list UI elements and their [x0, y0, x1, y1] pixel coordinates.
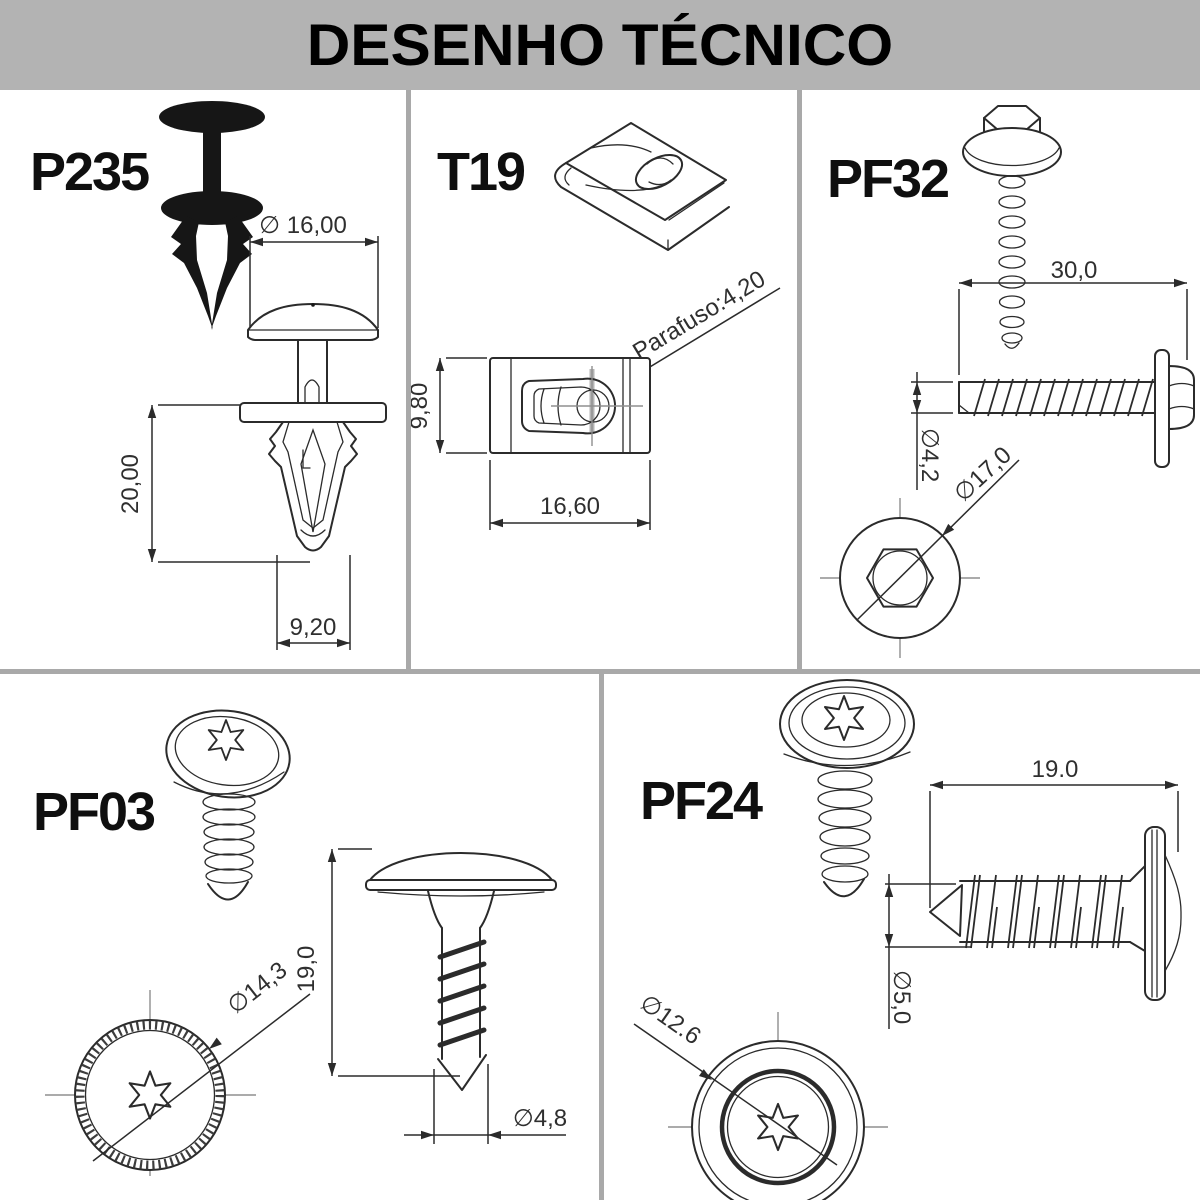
t19-front-view	[489, 357, 651, 454]
pf24-isometric-view	[779, 679, 915, 898]
panel-t19: T19 Parafuso:4,20	[406, 90, 797, 674]
p235-dim-length: 20,00	[117, 404, 310, 563]
pf24-dim-length: 19.0	[929, 756, 1179, 908]
p235-dim-tip-width: 9,20	[276, 555, 351, 650]
part-label-t19: T19	[437, 142, 525, 202]
pf03-isometric-view	[165, 709, 291, 901]
callout-text-parafuso: Parafuso:4,20	[628, 266, 770, 366]
dim-text-head-diameter: ∅ 16,00	[259, 212, 347, 239]
dim-text-length: 30,0	[1051, 257, 1098, 284]
t19-isometric-view	[554, 122, 730, 251]
dim-text-length: 19.0	[1032, 756, 1079, 783]
pf24-top-view	[668, 1012, 888, 1200]
t19-drawing: T19 Parafuso:4,20	[406, 122, 781, 530]
pf03-dim-thread-diameter: ∅4,8	[404, 1064, 567, 1144]
page-title: DESENHO TÉCNICO	[306, 12, 894, 78]
divider-vertical-1	[406, 90, 411, 670]
p235-drawing: P235 ∅ 16,00	[30, 101, 387, 650]
pf32-side-view	[958, 349, 1195, 468]
pf03-drawing: PF03	[33, 709, 567, 1176]
pf32-isometric-view	[962, 105, 1062, 349]
dim-text-length: 20,00	[117, 454, 144, 514]
dim-text-length: 19,0	[293, 946, 320, 993]
header-banner: DESENHO TÉCNICO	[0, 0, 1200, 90]
panel-pf32: PF32 30,0	[802, 90, 1200, 674]
dim-text-washer-diameter: ∅17,0	[949, 442, 1017, 508]
pf24-side-view	[929, 826, 1182, 1001]
pf24-dim-thread-diameter: ∅5,0	[884, 874, 972, 1029]
t19-dim-width: 16,60	[489, 460, 651, 530]
pf32-drawing: PF32 30,0	[820, 105, 1195, 658]
dim-text-thread-diameter: ∅4,8	[513, 1105, 567, 1132]
dim-text-thread-diameter: ∅4,2	[916, 428, 943, 482]
pf03-front-view	[365, 852, 557, 1091]
dim-text-tip-width: 9,20	[290, 614, 337, 641]
t19-dim-height: 9,80	[406, 357, 487, 454]
part-label-pf24: PF24	[640, 771, 763, 831]
p235-photo-render	[159, 101, 265, 330]
panel-p235: P235 ∅ 16,00	[0, 90, 406, 674]
panel-pf24: PF24 19.0	[604, 674, 1200, 1200]
pf03-top-view	[45, 990, 256, 1176]
pf32-dim-thread-diameter: ∅4,2	[911, 372, 953, 490]
divider-vertical-3	[599, 674, 604, 1200]
divider-horizontal	[0, 669, 1200, 674]
part-label-p235: P235	[30, 142, 149, 202]
dim-text-width: 16,60	[540, 493, 600, 520]
pf24-drawing: PF24 19.0	[633, 679, 1182, 1200]
p235-dim-head-diameter: ∅ 16,00	[249, 212, 379, 328]
pf32-dim-length: 30,0	[958, 257, 1188, 375]
part-label-pf03: PF03	[33, 782, 155, 842]
pf03-dim-length: 19,0	[293, 848, 460, 1077]
dim-text-thread-diameter: ∅5,0	[888, 970, 915, 1024]
dim-text-head-diameter: ∅12.6	[635, 989, 706, 1050]
p235-front-view	[239, 303, 387, 552]
dim-text-head-diameter: ∅14,3	[222, 957, 292, 1020]
divider-vertical-2	[797, 90, 802, 670]
panel-pf03: PF03	[0, 674, 599, 1200]
part-label-pf32: PF32	[827, 149, 948, 209]
dim-text-height: 9,80	[411, 383, 433, 430]
